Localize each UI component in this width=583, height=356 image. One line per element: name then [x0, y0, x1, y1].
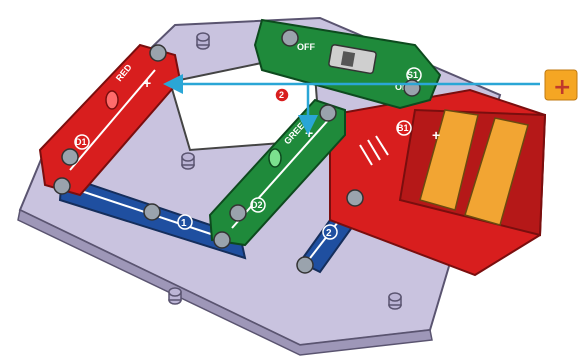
red-led-plus: + [143, 75, 151, 91]
battery-plus-sign: + [432, 127, 440, 143]
svg-text:2: 2 [279, 90, 284, 100]
plus-badge-label: + [553, 75, 571, 100]
red-led-number: D1 [75, 137, 87, 147]
green-led-number: D2 [251, 200, 263, 210]
battery-number: B1 [397, 123, 409, 133]
switch-number: S1 [407, 70, 418, 80]
wire-number-1: 1 [181, 218, 187, 229]
wire-number-2: 2 [326, 228, 332, 239]
red-led-bulb [106, 91, 118, 109]
connector-number: 2 [275, 88, 289, 102]
switch-off-label: OFF [297, 42, 315, 52]
green-led-bulb [269, 149, 281, 167]
plus-badge: + [545, 70, 577, 100]
